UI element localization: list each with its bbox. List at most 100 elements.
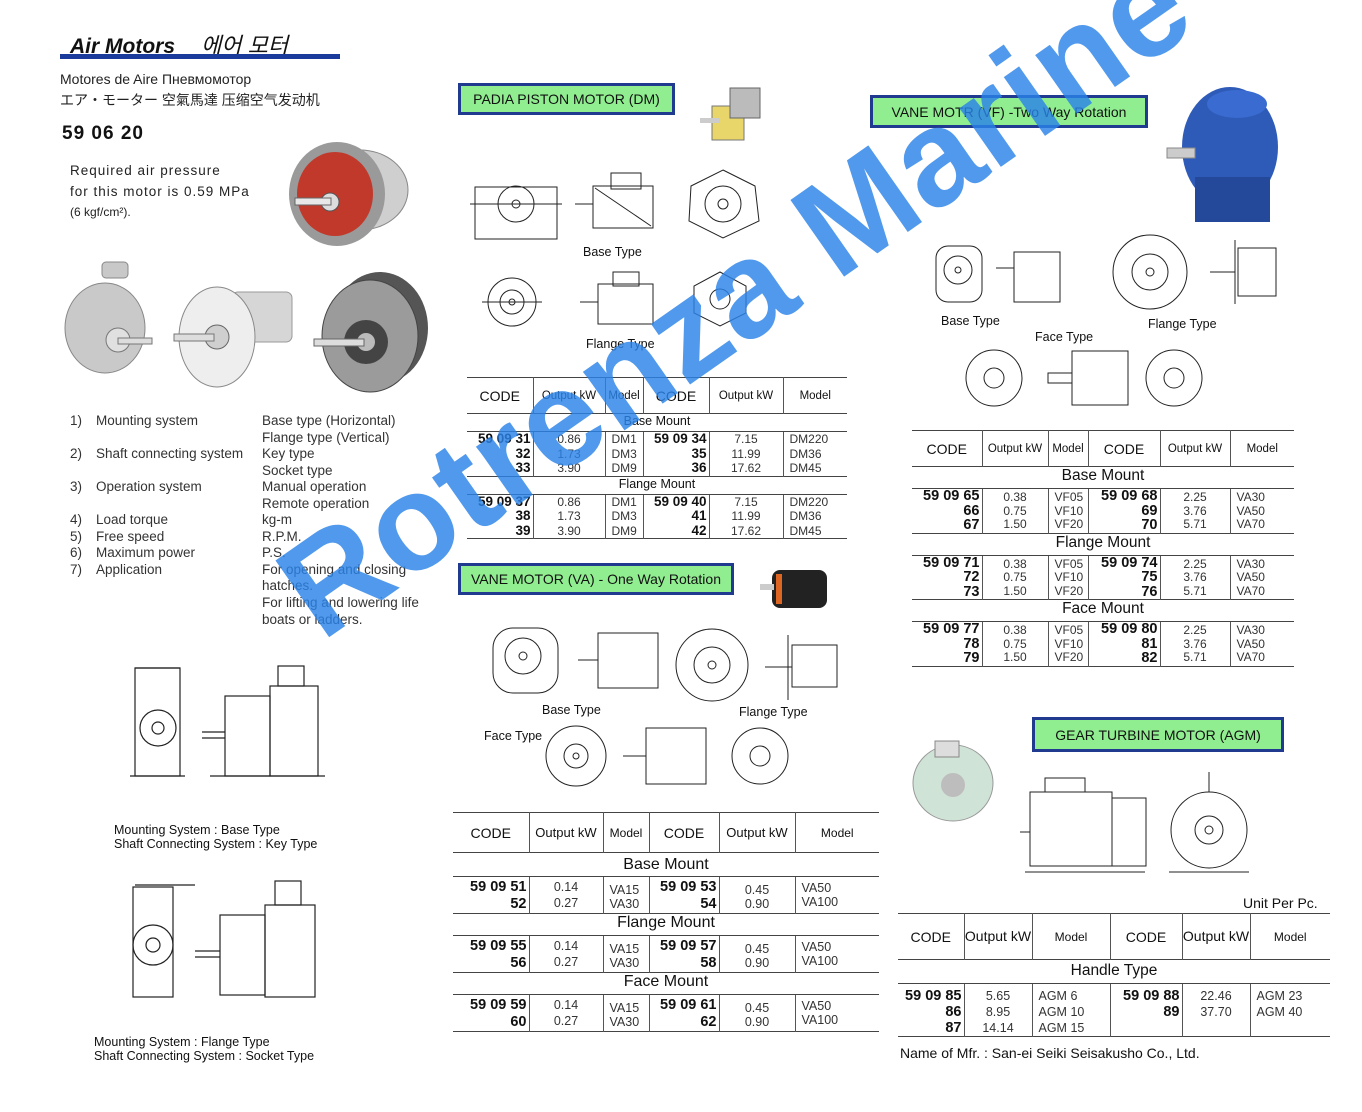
motor-photo-dark bbox=[313, 272, 428, 393]
dm-photo bbox=[700, 87, 761, 141]
note-line: Required air pressure bbox=[70, 163, 221, 178]
title-ko: 에어 모터 bbox=[201, 33, 289, 58]
spec-value: Key type bbox=[262, 446, 315, 461]
spec-num: 5) bbox=[70, 528, 83, 544]
va-base-label: Base Type bbox=[542, 703, 601, 717]
col-header-model: Model bbox=[604, 377, 643, 414]
spec-label: Mounting system bbox=[96, 413, 199, 428]
dm-base-drawing-2 bbox=[575, 172, 654, 229]
spec-label: Load torque bbox=[96, 512, 169, 527]
spec-label: Application bbox=[96, 561, 163, 577]
col-header-code: CODE bbox=[910, 928, 951, 945]
spec-value: Remote operation bbox=[262, 495, 370, 511]
col-header-model: Model bbox=[794, 812, 879, 853]
title-rule bbox=[60, 54, 340, 59]
section-title: Face Mount bbox=[912, 599, 1294, 622]
dm-flange-drawing-3 bbox=[693, 271, 747, 327]
va-face-label: Face Type bbox=[484, 729, 543, 743]
col-header-code: CODE bbox=[642, 377, 709, 414]
caption-flange: Mounting System : Flange Type Shaft Conn… bbox=[94, 1035, 314, 1063]
agm-side-drawing bbox=[1020, 777, 1147, 873]
col-header-code: CODE bbox=[470, 824, 511, 841]
spec-item: 1) Mounting system Base type (Horizontal… bbox=[70, 413, 450, 446]
va-table: CODE Output kW Model CODE Output kW Mode… bbox=[453, 812, 879, 1032]
section-title: Flange Mount bbox=[467, 476, 847, 495]
dm-base-drawing-1 bbox=[470, 185, 562, 240]
vf-banner: VANE MOTR (VF) -Two Way Rotation bbox=[870, 95, 1148, 128]
col-header-model: Model bbox=[1031, 913, 1110, 960]
language-line-1: Motores de Aire Пневмомотор bbox=[60, 71, 252, 87]
spec-value: boats or ladders. bbox=[262, 611, 363, 627]
col-header-code: CODE bbox=[1087, 430, 1160, 467]
spec-value: P.S. bbox=[262, 545, 286, 561]
spec-item: 7) Application For opening and closing h… bbox=[70, 562, 450, 628]
caption-line: Shaft Connecting System : Key Type bbox=[114, 837, 318, 851]
col-header-model: Model bbox=[1249, 913, 1330, 960]
spec-item: 6) Maximum power P.S. bbox=[70, 545, 450, 562]
section-title: Handle Type bbox=[898, 959, 1330, 984]
vf-base-label: Base Type bbox=[941, 314, 1000, 328]
section-title: Face Mount bbox=[453, 972, 879, 995]
col-header-code: CODE bbox=[479, 387, 520, 404]
flange-type-drawing bbox=[132, 880, 316, 998]
col-header-code: CODE bbox=[926, 440, 967, 457]
motor-photo-red bbox=[289, 142, 409, 246]
col-header-model: Model bbox=[782, 377, 847, 414]
dm-table: CODE Output kW Model CODE Output kW Mode… bbox=[467, 377, 847, 539]
language-line-2: エア・モーター 空氣馬達 压缩空气发动机 bbox=[60, 92, 320, 108]
manufacturer-name: Name of Mfr. : San-ei Seiki Seisakusho C… bbox=[900, 1045, 1200, 1061]
va-base-drawings bbox=[492, 627, 659, 694]
col-header-code: CODE bbox=[1109, 913, 1182, 960]
category-code: 59 06 20 bbox=[62, 123, 144, 144]
dm-base-drawing-3 bbox=[688, 169, 760, 239]
spec-num: 6) bbox=[70, 545, 83, 561]
col-header-model: Model bbox=[602, 812, 649, 853]
spec-label: Shaft connecting system bbox=[96, 446, 244, 461]
caption-base: Mounting System : Base Type Shaft Connec… bbox=[114, 823, 317, 851]
spec-value: Flange type (Vertical) bbox=[262, 429, 390, 445]
col-header-model: Model bbox=[1047, 430, 1088, 467]
caption-line: Shaft Connecting System : Socket Type bbox=[94, 1049, 315, 1063]
vf-face-drawings bbox=[965, 349, 1203, 407]
base-type-drawing bbox=[130, 665, 325, 777]
spec-value: R.P.M. bbox=[262, 528, 302, 544]
motor-photo-small bbox=[64, 261, 153, 374]
col-header-output: Output kW bbox=[708, 377, 783, 414]
spec-label: Operation system bbox=[96, 479, 202, 494]
spec-num: 3) bbox=[70, 479, 83, 494]
va-banner: VANE MOTOR (VA) - One Way Rotation bbox=[458, 563, 734, 595]
dm-banner: PADIA PISTON MOTOR (DM) bbox=[458, 83, 675, 115]
spec-num: 7) bbox=[70, 561, 83, 577]
va-photo bbox=[760, 570, 827, 608]
spec-list: 1) Mounting system Base type (Horizontal… bbox=[70, 413, 450, 628]
section-title: Flange Mount bbox=[912, 533, 1294, 556]
pressure-note: Required air pressure for this motor is … bbox=[70, 160, 250, 223]
spec-value: hatches. bbox=[262, 578, 314, 594]
spec-label: Maximum power bbox=[96, 545, 196, 561]
vf-photo bbox=[1166, 87, 1278, 222]
agm-banner: GEAR TURBINE MOTOR (AGM) bbox=[1032, 717, 1284, 752]
col-header-output: Output kW bbox=[718, 812, 795, 853]
col-header-output: Output kW bbox=[528, 812, 603, 853]
note-line: for this motor is 0.59 MPa bbox=[70, 184, 250, 199]
section-title: Base Mount bbox=[453, 852, 879, 877]
dm-flange-drawing-1 bbox=[482, 277, 542, 327]
vf-table: CODE Output kW Model CODE Output kW Mode… bbox=[912, 430, 1294, 667]
spec-value: For opening and closing bbox=[262, 561, 407, 577]
col-header-output: Output kW bbox=[1159, 430, 1230, 467]
spec-item: 4) Load torque kg-m bbox=[70, 512, 450, 529]
va-flange-drawings bbox=[675, 628, 838, 702]
col-header-output: Output kW bbox=[981, 430, 1048, 467]
spec-value: Base type (Horizontal) bbox=[262, 413, 396, 428]
motor-photo-silver bbox=[173, 286, 293, 388]
